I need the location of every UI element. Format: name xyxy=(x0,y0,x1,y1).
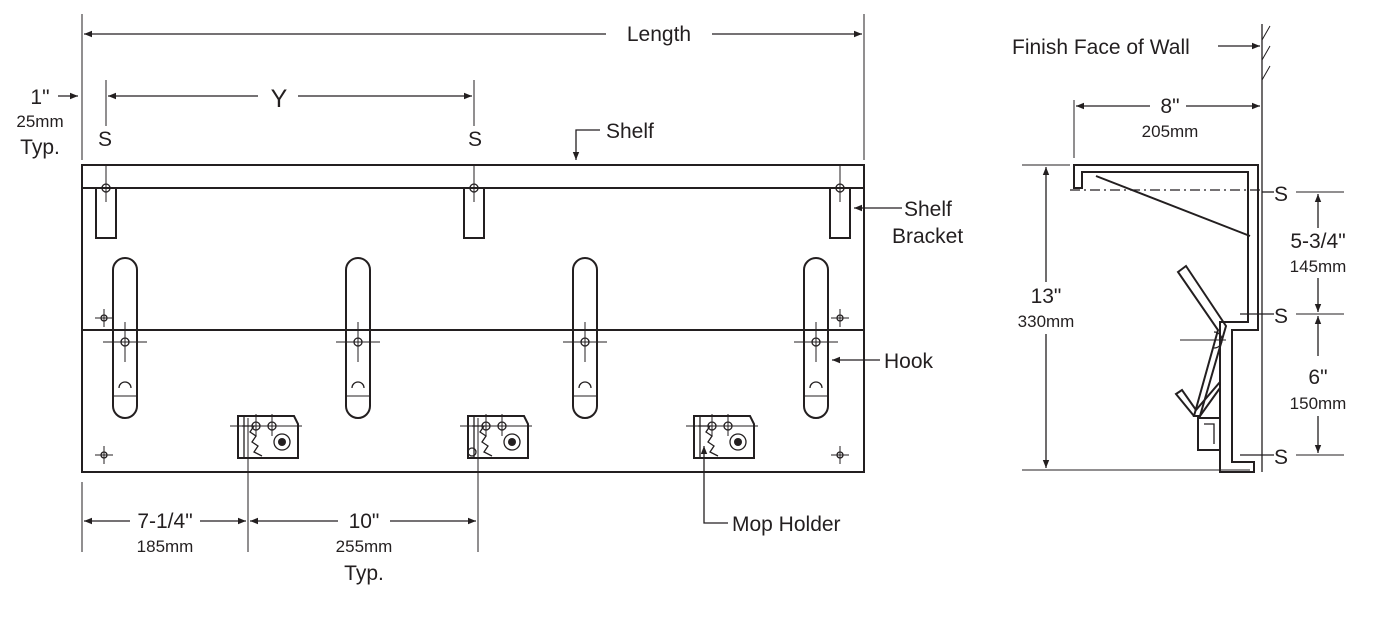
mop-holder-label: Mop Holder xyxy=(732,513,841,536)
wall-label: Finish Face of Wall xyxy=(1012,36,1190,59)
hook-label: Hook xyxy=(884,350,934,373)
side-offset-note: Typ. xyxy=(20,136,60,159)
spacing-extension-lines xyxy=(1296,191,1344,456)
hook-3 xyxy=(562,257,608,419)
mop-holder-1 xyxy=(229,413,303,459)
hook-2 xyxy=(335,257,381,419)
mop-holder-leader xyxy=(700,446,728,524)
mop-holder-2 xyxy=(459,413,533,459)
spacing-dim-imperial: 10" xyxy=(349,510,380,533)
s-mark-left: S xyxy=(98,128,112,151)
bracket-brace xyxy=(1095,175,1251,237)
shelf-bracket-left xyxy=(95,165,117,239)
spacing-dim-metric: 255mm xyxy=(336,537,393,556)
upper-spacing-imperial: 5-3/4" xyxy=(1290,230,1345,253)
side-view: Finish Face of Wall 8" 205mm 13" 330mm S… xyxy=(1012,24,1347,473)
length-label: Length xyxy=(627,23,691,46)
height-imperial: 13" xyxy=(1031,285,1062,308)
side-offset-metric: 25mm xyxy=(16,112,63,131)
length-extension-lines xyxy=(81,14,865,160)
screw-upper-left xyxy=(94,308,114,328)
upper-spacing-metric: 145mm xyxy=(1290,257,1347,276)
side-s-mark-top: S xyxy=(1274,183,1288,206)
front-view: Length Y 1" 25mm Typ. S S Shelf Shelf Br… xyxy=(16,14,963,585)
hook-4 xyxy=(793,257,839,419)
hook-1 xyxy=(102,257,148,419)
screw-lower-right xyxy=(830,445,850,465)
spacing-dim-note: Typ. xyxy=(344,562,384,585)
y-extension-lines xyxy=(105,80,475,126)
shelf-profile xyxy=(1073,164,1259,473)
mop-holder-knob xyxy=(467,447,477,457)
bottom-extension-lines xyxy=(81,418,479,552)
s-mark-middle: S xyxy=(468,128,482,151)
left-dim-metric: 185mm xyxy=(137,537,194,556)
screw-lower-left xyxy=(94,445,114,465)
depth-imperial: 8" xyxy=(1160,95,1179,118)
bracket-label-line1: Shelf xyxy=(904,198,952,221)
shelf-bracket-right xyxy=(829,165,851,239)
back-panel xyxy=(81,164,865,473)
side-s-mark-bottom: S xyxy=(1274,446,1288,469)
shelf-bracket-middle xyxy=(463,165,485,239)
screw-upper-right xyxy=(830,308,850,328)
shelf-leader xyxy=(572,129,600,160)
mop-holder-3 xyxy=(685,413,759,459)
left-dim-imperial: 7-1/4" xyxy=(137,510,192,533)
height-extension-lines xyxy=(1022,164,1250,471)
wall-hatch xyxy=(1261,25,1271,81)
mop-holder-profile-inner xyxy=(1204,423,1215,444)
lower-spacing-imperial: 6" xyxy=(1308,366,1327,389)
mop-holder-profile xyxy=(1197,417,1221,451)
shelf-label: Shelf xyxy=(606,120,654,143)
y-label: Y xyxy=(271,85,288,113)
side-offset-imperial: 1" xyxy=(30,86,49,109)
hook-screw-head xyxy=(1213,331,1223,349)
hook-profile-lower xyxy=(1174,379,1221,417)
side-s-mark-middle: S xyxy=(1274,305,1288,328)
height-metric: 330mm xyxy=(1018,312,1075,331)
depth-metric: 205mm xyxy=(1142,122,1199,141)
lower-spacing-metric: 150mm xyxy=(1290,394,1347,413)
bracket-label-line2: Bracket xyxy=(892,225,963,248)
